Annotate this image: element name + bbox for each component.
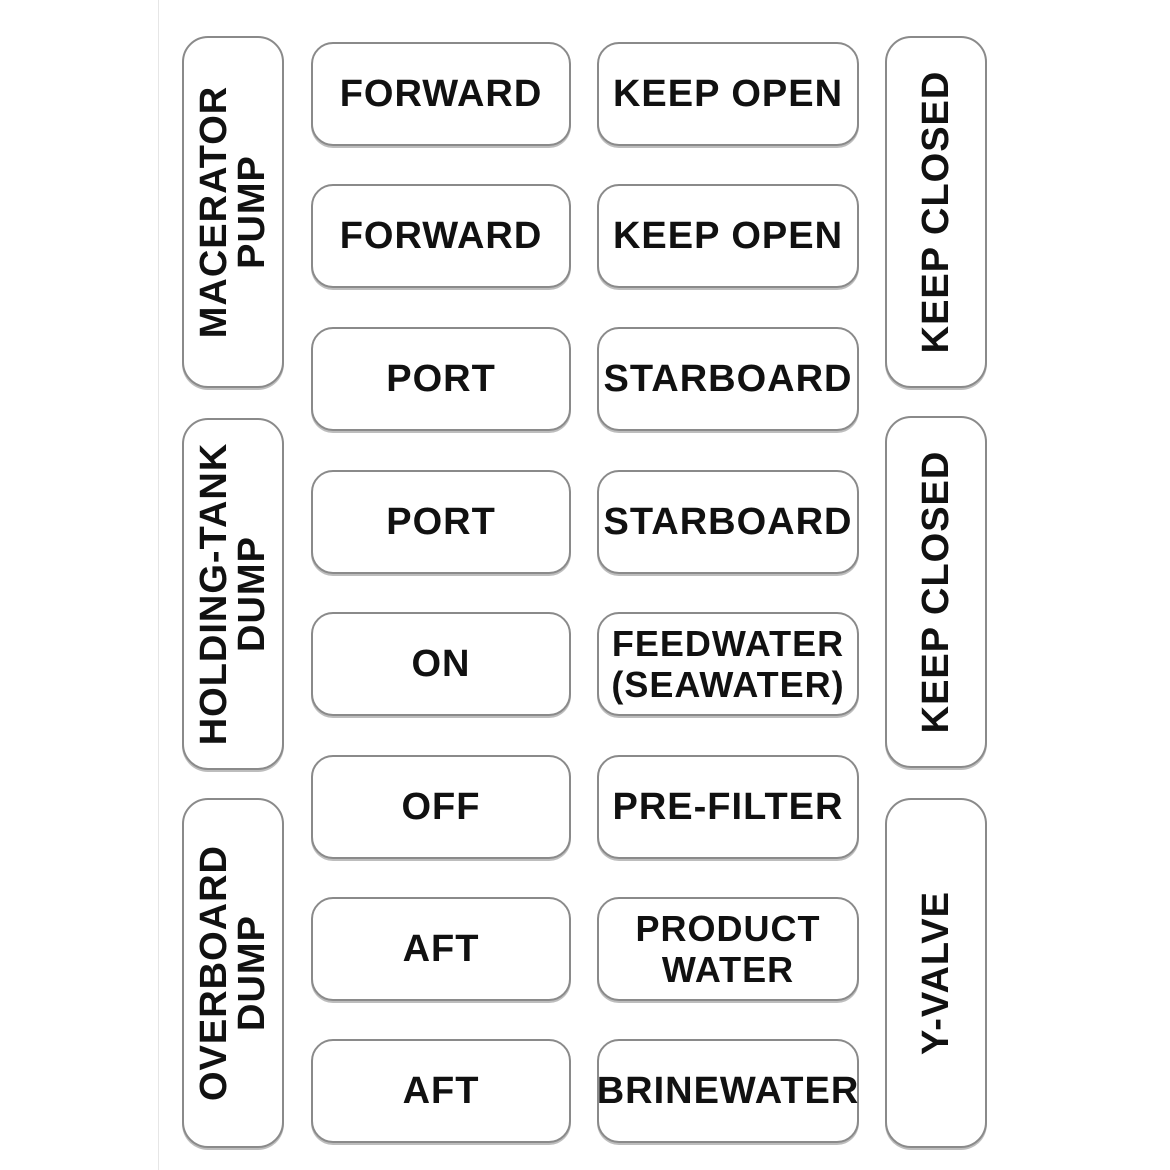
port-label: PORT: [311, 470, 571, 574]
y-valve-label: Y-VALVE: [885, 798, 987, 1148]
keep-closed-label: KEEP CLOSED: [885, 36, 987, 388]
overboard-dump-line-2: DUMP: [231, 915, 273, 1031]
starboard-label: STARBOARD: [597, 327, 859, 431]
off-label: OFF: [311, 755, 571, 859]
starboard-label: STARBOARD: [597, 470, 859, 574]
overboard-dump-label: OVERBOARD DUMP: [182, 798, 284, 1148]
port-label: PORT: [311, 327, 571, 431]
macerator-pump-label: MACERATOR PUMP: [182, 36, 284, 388]
macerator-pump-line-1: MACERATOR: [193, 85, 235, 339]
keep-closed-text: KEEP CLOSED: [915, 450, 957, 734]
product-water-label: PRODUCT WATER: [597, 897, 859, 1001]
holding-tank-dump-line-1: HOLDING-TANK: [193, 442, 235, 746]
keep-closed-text: KEEP CLOSED: [915, 70, 957, 354]
macerator-pump-line-2: PUMP: [231, 155, 273, 269]
keep-open-label: KEEP OPEN: [597, 184, 859, 288]
holding-tank-dump-label: HOLDING-TANK DUMP: [182, 418, 284, 770]
pre-filter-label: PRE-FILTER: [597, 755, 859, 859]
y-valve-text: Y-VALVE: [915, 891, 957, 1055]
aft-label: AFT: [311, 1039, 571, 1143]
forward-label: FORWARD: [311, 42, 571, 146]
feedwater-seawater-label: FEEDWATER (SEAWATER): [597, 612, 859, 716]
sheet-edge-line: [158, 0, 159, 1170]
keep-open-label: KEEP OPEN: [597, 42, 859, 146]
aft-label: AFT: [311, 897, 571, 1001]
on-label: ON: [311, 612, 571, 716]
brinewater-label: BRINEWATER: [597, 1039, 859, 1143]
keep-closed-label: KEEP CLOSED: [885, 416, 987, 768]
overboard-dump-line-1: OVERBOARD: [193, 844, 235, 1102]
holding-tank-dump-line-2: DUMP: [231, 536, 273, 652]
forward-label: FORWARD: [311, 184, 571, 288]
